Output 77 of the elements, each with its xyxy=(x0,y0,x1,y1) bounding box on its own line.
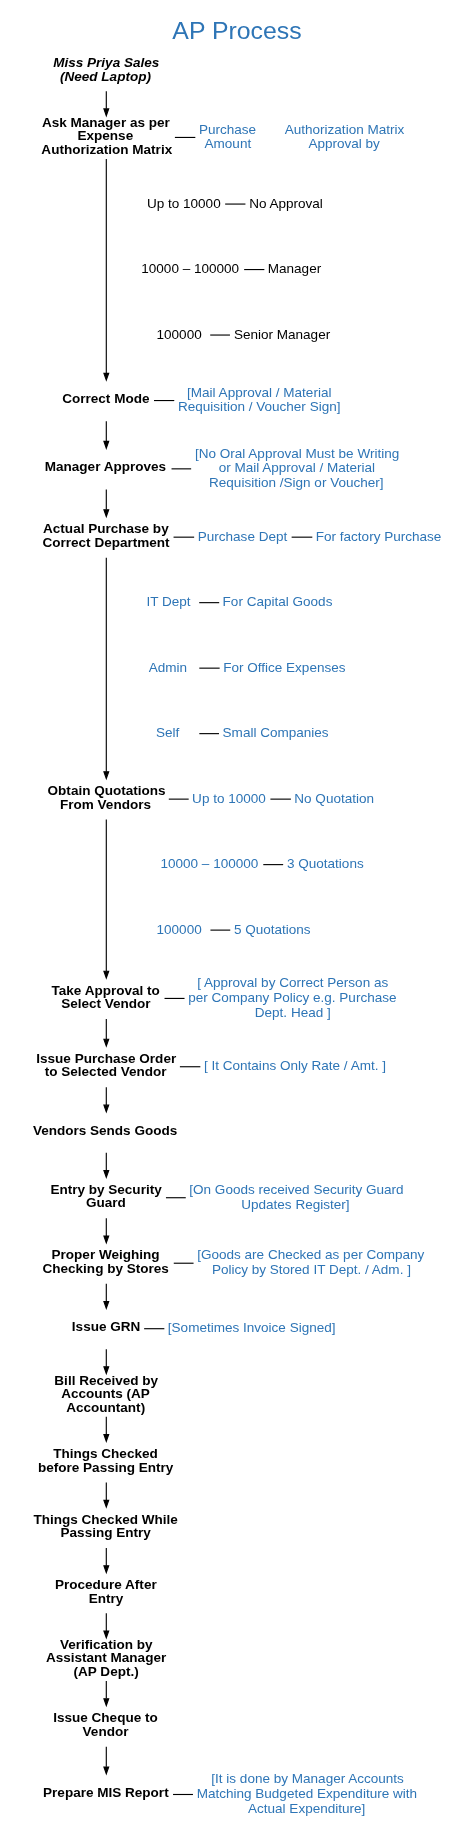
arrow xyxy=(103,420,110,450)
node-text: Entry by Security Guard xyxy=(50,1181,162,1211)
node-text: Issue Purchase Order to Selected Vendor xyxy=(36,1050,177,1080)
connector xyxy=(179,1066,201,1068)
arrow xyxy=(103,557,110,781)
node-text: Take Approval to Select Vendor xyxy=(51,982,160,1012)
node-text: For factory Purchase xyxy=(315,528,442,544)
node-text: Vendors Sends Goods xyxy=(32,1122,178,1138)
node-text: Issue Cheque to Vendor xyxy=(53,1710,158,1739)
node-text: No Quotation xyxy=(294,790,375,806)
node-text: Bill Received by Accounts (AP Accountant) xyxy=(54,1372,159,1415)
diagram-title: AP Process xyxy=(172,16,302,44)
connector xyxy=(262,864,284,866)
node-text: Manager Approves xyxy=(44,459,167,475)
node-text: IT Dept xyxy=(146,594,191,610)
node-text: Senior Manager xyxy=(233,326,331,342)
node-text: Correct Mode xyxy=(62,390,150,406)
label: Authorization Matrix Approval by xyxy=(284,121,405,152)
node-text: [Sometimes Invoice Signed] xyxy=(167,1320,336,1336)
node-text: Purchase Dept xyxy=(197,528,288,544)
node-text: [It is done by Manager Accounts Matching Budgeted Expenditure with Actual Expenditure] xyxy=(196,1771,418,1816)
connector xyxy=(168,798,190,800)
node-text: [On Goods received Security Guard Updates Register] xyxy=(189,1181,404,1212)
node-text: Small Companies xyxy=(222,725,329,741)
connector xyxy=(243,269,265,271)
connector xyxy=(173,1262,195,1264)
node-text: Things Checked before Passing Entry xyxy=(37,1446,174,1475)
node-text: 10000 – 100000 xyxy=(160,856,259,872)
node-text: 3 Quotations xyxy=(286,856,364,872)
connector xyxy=(198,733,220,735)
node-text: Up to 10000 xyxy=(146,195,221,211)
node-text: [No Oral Approval Must be Writing or Mail Approval / Material Requisition /Sign or Voucher] xyxy=(194,445,400,491)
node-text: Verification by Assistant Manager (AP Dept.) xyxy=(45,1636,167,1680)
node-text: Obtain Quotations From Vendors xyxy=(47,783,166,812)
node-text: 100000 xyxy=(156,326,202,342)
connector xyxy=(198,602,220,604)
node-text: Ask Manager as per Expense Authorization Matrix xyxy=(41,114,173,157)
connector xyxy=(209,929,231,931)
node-text: Purchase Amount xyxy=(198,121,257,152)
node-text: Actual Purchase by Correct Department xyxy=(42,521,170,550)
connector xyxy=(172,536,195,538)
node-text: Prepare MIS Report xyxy=(43,1784,169,1800)
node-text: No Approval xyxy=(249,195,323,211)
node-text: Proper Weighing Checking by Stores xyxy=(42,1247,169,1276)
node-text: Admin xyxy=(148,659,187,675)
node-text: [ It Contains Only Rate / Amt. ] xyxy=(203,1058,386,1074)
connector xyxy=(170,468,192,470)
arrow xyxy=(103,1746,110,1776)
arrow xyxy=(103,1481,110,1509)
node-text: Issue GRN xyxy=(71,1319,141,1335)
node-text: For Capital Goods xyxy=(222,594,333,610)
node-text: Manager xyxy=(267,261,322,277)
node-text: Up to 10000 xyxy=(192,790,266,806)
node-text: Things Checked While Passing Entry xyxy=(33,1511,178,1541)
connector xyxy=(153,399,175,402)
node-text: [Mail Approval / Material Requisition / Voucher Sign] xyxy=(178,384,341,415)
connector xyxy=(143,1328,165,1330)
connector xyxy=(269,798,292,800)
connector xyxy=(165,1197,187,1199)
node-text: [Goods are Checked as per Company Policy by Stored IT Dept. / Adm. ] xyxy=(197,1247,425,1278)
arrow xyxy=(103,158,110,382)
connector xyxy=(172,1793,194,1796)
node-text: [ Approval by Correct Person as per Company Policy e.g. Purchase Dept. Head ] xyxy=(188,975,397,1020)
node-text: Miss Priya Sales (Need Laptop) xyxy=(53,54,160,84)
arrow xyxy=(103,818,110,980)
connector xyxy=(291,536,313,538)
arrow xyxy=(103,1018,110,1048)
node-text: 5 Quotations xyxy=(233,921,311,937)
arrow xyxy=(103,488,110,519)
connector xyxy=(163,997,186,999)
connector xyxy=(174,136,196,138)
node-text: Procedure After Entry xyxy=(54,1577,157,1606)
node-text: For Office Expenses xyxy=(223,659,346,675)
node-text: 100000 xyxy=(156,921,202,937)
connector xyxy=(198,667,221,669)
node-text: Self xyxy=(155,725,180,741)
node-text: 10000 – 100000 xyxy=(141,261,240,277)
